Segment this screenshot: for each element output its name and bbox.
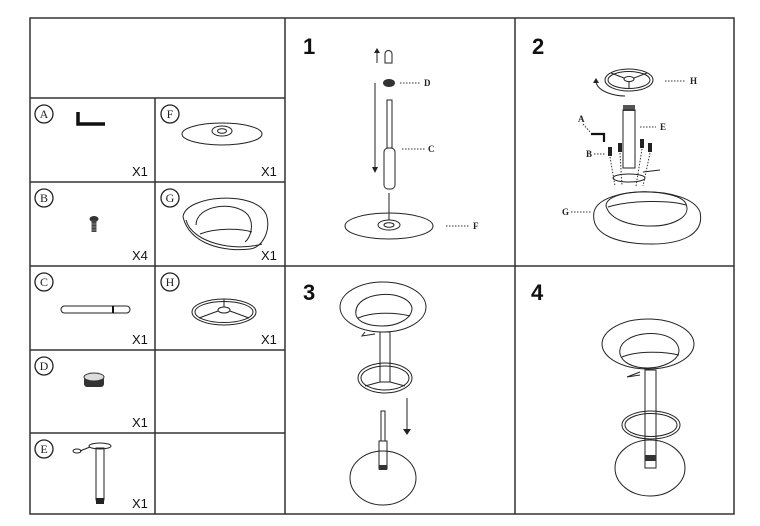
seat-bowl-g-icon bbox=[593, 191, 702, 245]
step-number: 2 bbox=[532, 34, 544, 59]
part-letter: G bbox=[166, 191, 175, 205]
callout-d: D bbox=[424, 78, 431, 88]
part-letter: B bbox=[40, 191, 48, 205]
step-number: 3 bbox=[303, 280, 315, 305]
rotate-arrow-icon bbox=[595, 81, 626, 97]
callout-h: H bbox=[690, 76, 697, 86]
footrest-ring-h-icon bbox=[604, 68, 654, 92]
part-b-cell: B X4 bbox=[34, 188, 148, 263]
callout-f: F bbox=[473, 221, 479, 231]
seat-mechanism-icon bbox=[72, 442, 112, 504]
part-quantity: X1 bbox=[132, 415, 148, 430]
base-plate-icon bbox=[181, 122, 263, 146]
part-quantity: X1 bbox=[132, 496, 148, 511]
part-quantity: X1 bbox=[132, 332, 148, 347]
arrow-down-icon bbox=[403, 398, 411, 435]
part-letter: E bbox=[40, 442, 47, 456]
callout-a: A bbox=[578, 114, 585, 124]
callout-b: B bbox=[586, 149, 592, 159]
callout-g: G bbox=[562, 207, 569, 217]
part-quantity: X1 bbox=[261, 164, 277, 179]
part-letter: C bbox=[40, 275, 48, 289]
base-assembly-icon bbox=[349, 410, 417, 506]
step-number: 4 bbox=[531, 280, 544, 305]
allen-key-a-icon bbox=[591, 132, 606, 142]
part-letter: F bbox=[167, 107, 174, 121]
allen-key-icon bbox=[76, 112, 105, 126]
step-1-panel: 1 D C F bbox=[303, 34, 479, 240]
part-h-cell: H X1 bbox=[160, 272, 277, 347]
footrest-ring-icon bbox=[191, 298, 257, 326]
cap-icon bbox=[83, 372, 105, 387]
part-quantity: X1 bbox=[132, 164, 148, 179]
step-3-panel: 3 bbox=[303, 280, 427, 506]
callout-e: E bbox=[660, 122, 666, 132]
part-letter: D bbox=[40, 359, 49, 373]
part-quantity: X1 bbox=[261, 332, 277, 347]
step-4-panel: 4 bbox=[531, 280, 695, 497]
gas-cylinder-c-icon bbox=[383, 99, 396, 190]
part-label-circle bbox=[34, 104, 54, 124]
step-number: 1 bbox=[303, 34, 315, 59]
layout-grid bbox=[29, 17, 735, 515]
seat-assembly-icon bbox=[339, 281, 427, 394]
arrow-down-icon bbox=[372, 83, 378, 173]
gas-cylinder-icon bbox=[60, 305, 131, 314]
screw-icon bbox=[89, 216, 99, 232]
part-f-cell: F X1 bbox=[160, 104, 277, 179]
part-g-cell: G X1 bbox=[160, 188, 277, 263]
step-2-panel: 2 H A E B bbox=[532, 34, 702, 245]
screws-b-icon bbox=[608, 139, 652, 156]
arrow-up-icon bbox=[374, 48, 380, 63]
part-d-cell: D X1 bbox=[34, 356, 148, 430]
part-a-cell: A X1 bbox=[34, 104, 148, 179]
base-plate-f-icon bbox=[344, 212, 434, 240]
part-quantity: X1 bbox=[261, 248, 277, 263]
cap-outline-icon bbox=[384, 50, 393, 64]
assembled-stool-icon bbox=[601, 318, 695, 497]
part-c-cell: C X1 bbox=[34, 272, 148, 347]
part-e-cell: E X1 bbox=[34, 439, 148, 511]
callout-c: C bbox=[428, 144, 435, 154]
cap-d-icon bbox=[383, 79, 395, 87]
part-letter: H bbox=[166, 275, 175, 289]
part-letter: A bbox=[40, 107, 49, 121]
seat-bowl-icon bbox=[182, 197, 269, 251]
part-quantity: X4 bbox=[132, 248, 148, 263]
